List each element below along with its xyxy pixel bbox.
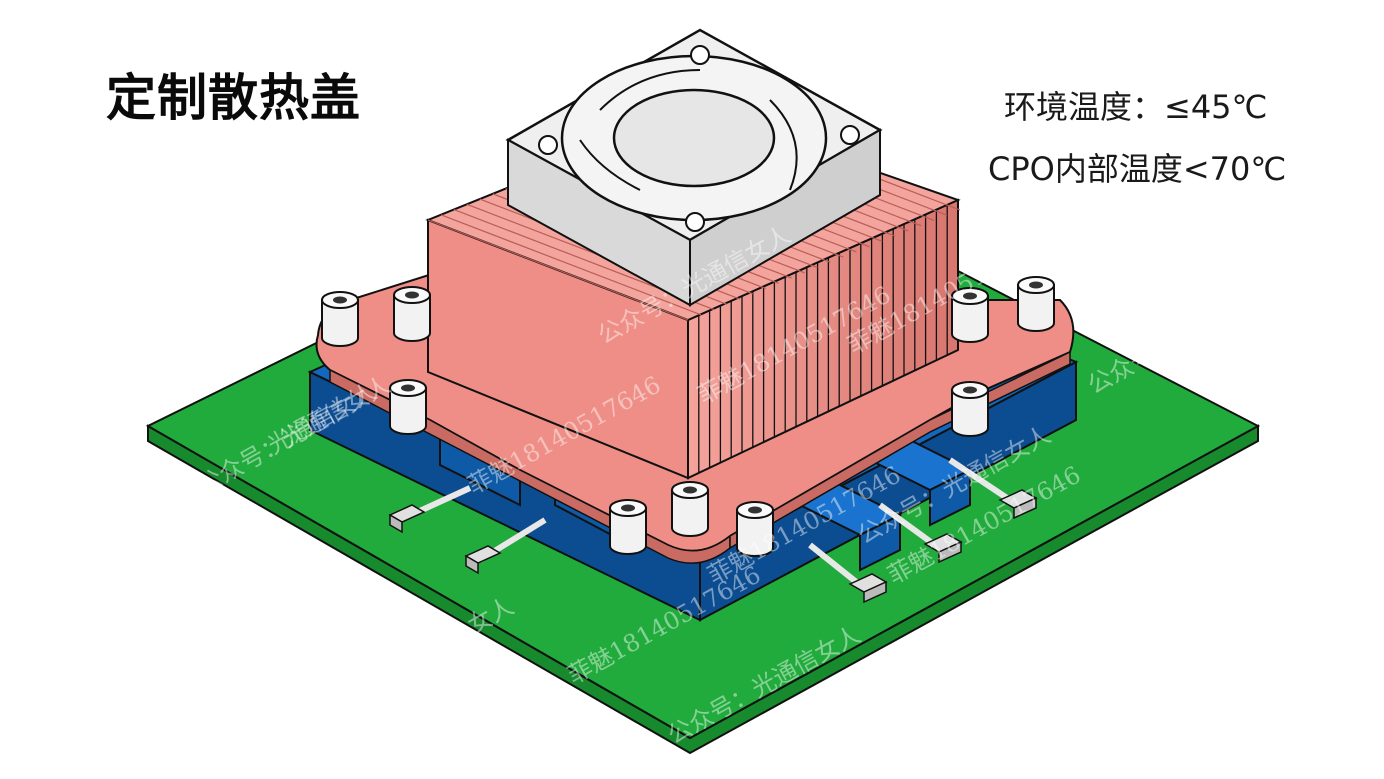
fiber-connector-icon bbox=[388, 457, 1038, 604]
screw-icon bbox=[951, 381, 989, 437]
fan-icon bbox=[505, 28, 883, 307]
heatsink-top-fin bbox=[427, 219, 689, 321]
screw-icon bbox=[671, 481, 709, 537]
screw-icon bbox=[321, 291, 359, 347]
screw-icon bbox=[1017, 276, 1055, 332]
ambient-temperature-spec: 环境温度：≤45℃ bbox=[1004, 88, 1268, 126]
cpo-internal-temperature-spec: CPO内部温度<70℃ bbox=[988, 150, 1287, 188]
screw-icon bbox=[393, 286, 431, 342]
heatsink-fins bbox=[687, 200, 959, 478]
diagram-title: 定制散热盖 bbox=[106, 69, 361, 127]
screw-icon bbox=[951, 287, 989, 343]
screw-icon bbox=[736, 501, 774, 557]
screw-icon bbox=[389, 379, 427, 435]
screw-group bbox=[321, 276, 1055, 557]
screw-icon bbox=[609, 499, 647, 555]
heatsink-top-fin bbox=[440, 214, 702, 316]
